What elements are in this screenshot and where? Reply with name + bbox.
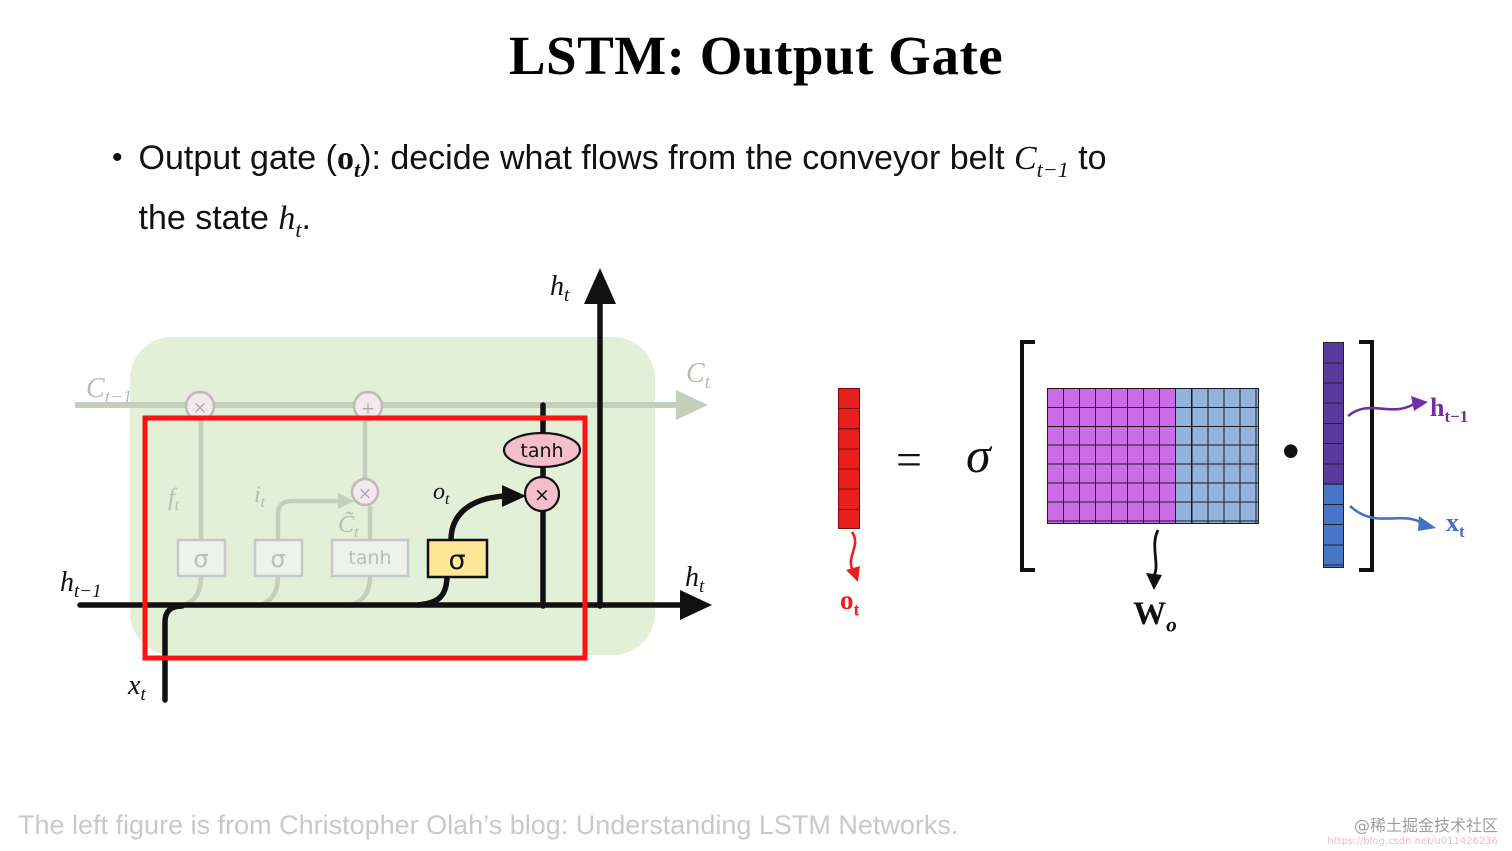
label-f-t: ft: [168, 485, 180, 514]
output-gate-highlight: [142, 415, 588, 661]
tanh-node: [502, 431, 582, 469]
watermark: @稀土掘金技术社区 https://blog.csdn.net/u0114262…: [1327, 812, 1498, 847]
bullet-marker: •: [112, 141, 123, 174]
page-title: LSTM: Output Gate: [508, 25, 1004, 86]
forget-multiply-symbol: ×: [193, 398, 207, 418]
hprev-pointer-arrow: [1347, 396, 1428, 418]
forget-gate-label: σ: [193, 545, 208, 573]
math-c-prev: Ct−1: [1013, 140, 1069, 182]
wo-pointer-arrow: [1146, 529, 1162, 590]
output-sigma-label: σ: [448, 545, 465, 576]
label-c-next: Ct: [686, 358, 711, 393]
watermark-handle: @稀土掘金技术社区: [1353, 816, 1498, 835]
output-multiply-symbol: ×: [534, 484, 550, 506]
add-symbol: +: [361, 399, 375, 419]
input-arrowhead: [338, 493, 354, 509]
output-multiply-node: [523, 475, 561, 513]
label-h-right: ht: [685, 562, 705, 597]
sigma-function: σ: [966, 427, 991, 483]
tanh-node-label: tanh: [520, 440, 563, 462]
conveyor-arrowhead: [676, 390, 708, 420]
xt-line: [162, 603, 185, 703]
ot-arrowhead: [502, 485, 526, 507]
candidate-tanh-label: tanh: [348, 547, 391, 569]
right-bracket: [1359, 340, 1374, 572]
math-ht: ht: [278, 199, 302, 242]
xt-pointer-arrow: [1349, 505, 1436, 531]
watermark-url: https://blog.csdn.net/u011426236: [1327, 836, 1498, 847]
lstm-cell-diagram: × + × σ σ tanh Ct−1 Ct ft it C̃t σ: [60, 268, 712, 705]
hline-branch-output: [415, 575, 450, 608]
candidate-tanh-box: [330, 538, 410, 578]
input-gate-box: [253, 538, 304, 578]
ot-pointer-arrow: [846, 531, 860, 582]
input-multiply-node: [350, 477, 380, 507]
ot-arrow: [448, 493, 509, 543]
dot-operator: •: [1282, 423, 1300, 479]
math-ot: ot: [336, 140, 361, 182]
label-o-t: ot: [433, 479, 450, 508]
label-h-top: ht: [550, 271, 570, 306]
input-connector: [275, 498, 340, 540]
label-c-tilde: C̃t: [338, 511, 359, 541]
output-gate-vector: [838, 388, 860, 529]
equals-sign: =: [896, 434, 922, 485]
label-x-t-vector: xt: [1446, 508, 1465, 542]
ht-up-arrowhead: [584, 268, 616, 304]
label-i-t: it: [254, 482, 266, 511]
label-x-t: xt: [127, 670, 146, 705]
left-bracket: [1020, 340, 1035, 572]
attribution-text: The left figure is from Christopher Olah…: [18, 810, 959, 840]
label-c-prev: Ct−1: [86, 373, 132, 408]
label-h-prev-vector: ht−1: [1430, 393, 1469, 427]
concat-input-vector: [1323, 342, 1344, 568]
output-sigma-box: [426, 538, 489, 579]
forget-gate-box: [176, 538, 227, 578]
label-ot-vector: ot: [840, 585, 860, 620]
bullet-text: Output gate (ot): decide what flows from…: [139, 134, 1107, 254]
input-gate-label: σ: [270, 545, 285, 573]
weight-matrix: [1047, 388, 1259, 524]
output-gate-equation: ot = σ Wo • ht−1 xt: [820, 330, 1512, 650]
bullet-point: • Output gate (ot): decide what flows fr…: [112, 134, 1402, 254]
bullet-line-2: the state ht.: [138, 198, 311, 242]
h-right-arrowhead: [680, 590, 712, 620]
bullet-line-1: Output gate (ot): decide what flows from…: [138, 139, 1107, 182]
input-multiply-symbol: ×: [358, 484, 372, 504]
label-h-prev: ht−1: [60, 567, 102, 602]
label-wo: Wo: [1133, 596, 1177, 637]
